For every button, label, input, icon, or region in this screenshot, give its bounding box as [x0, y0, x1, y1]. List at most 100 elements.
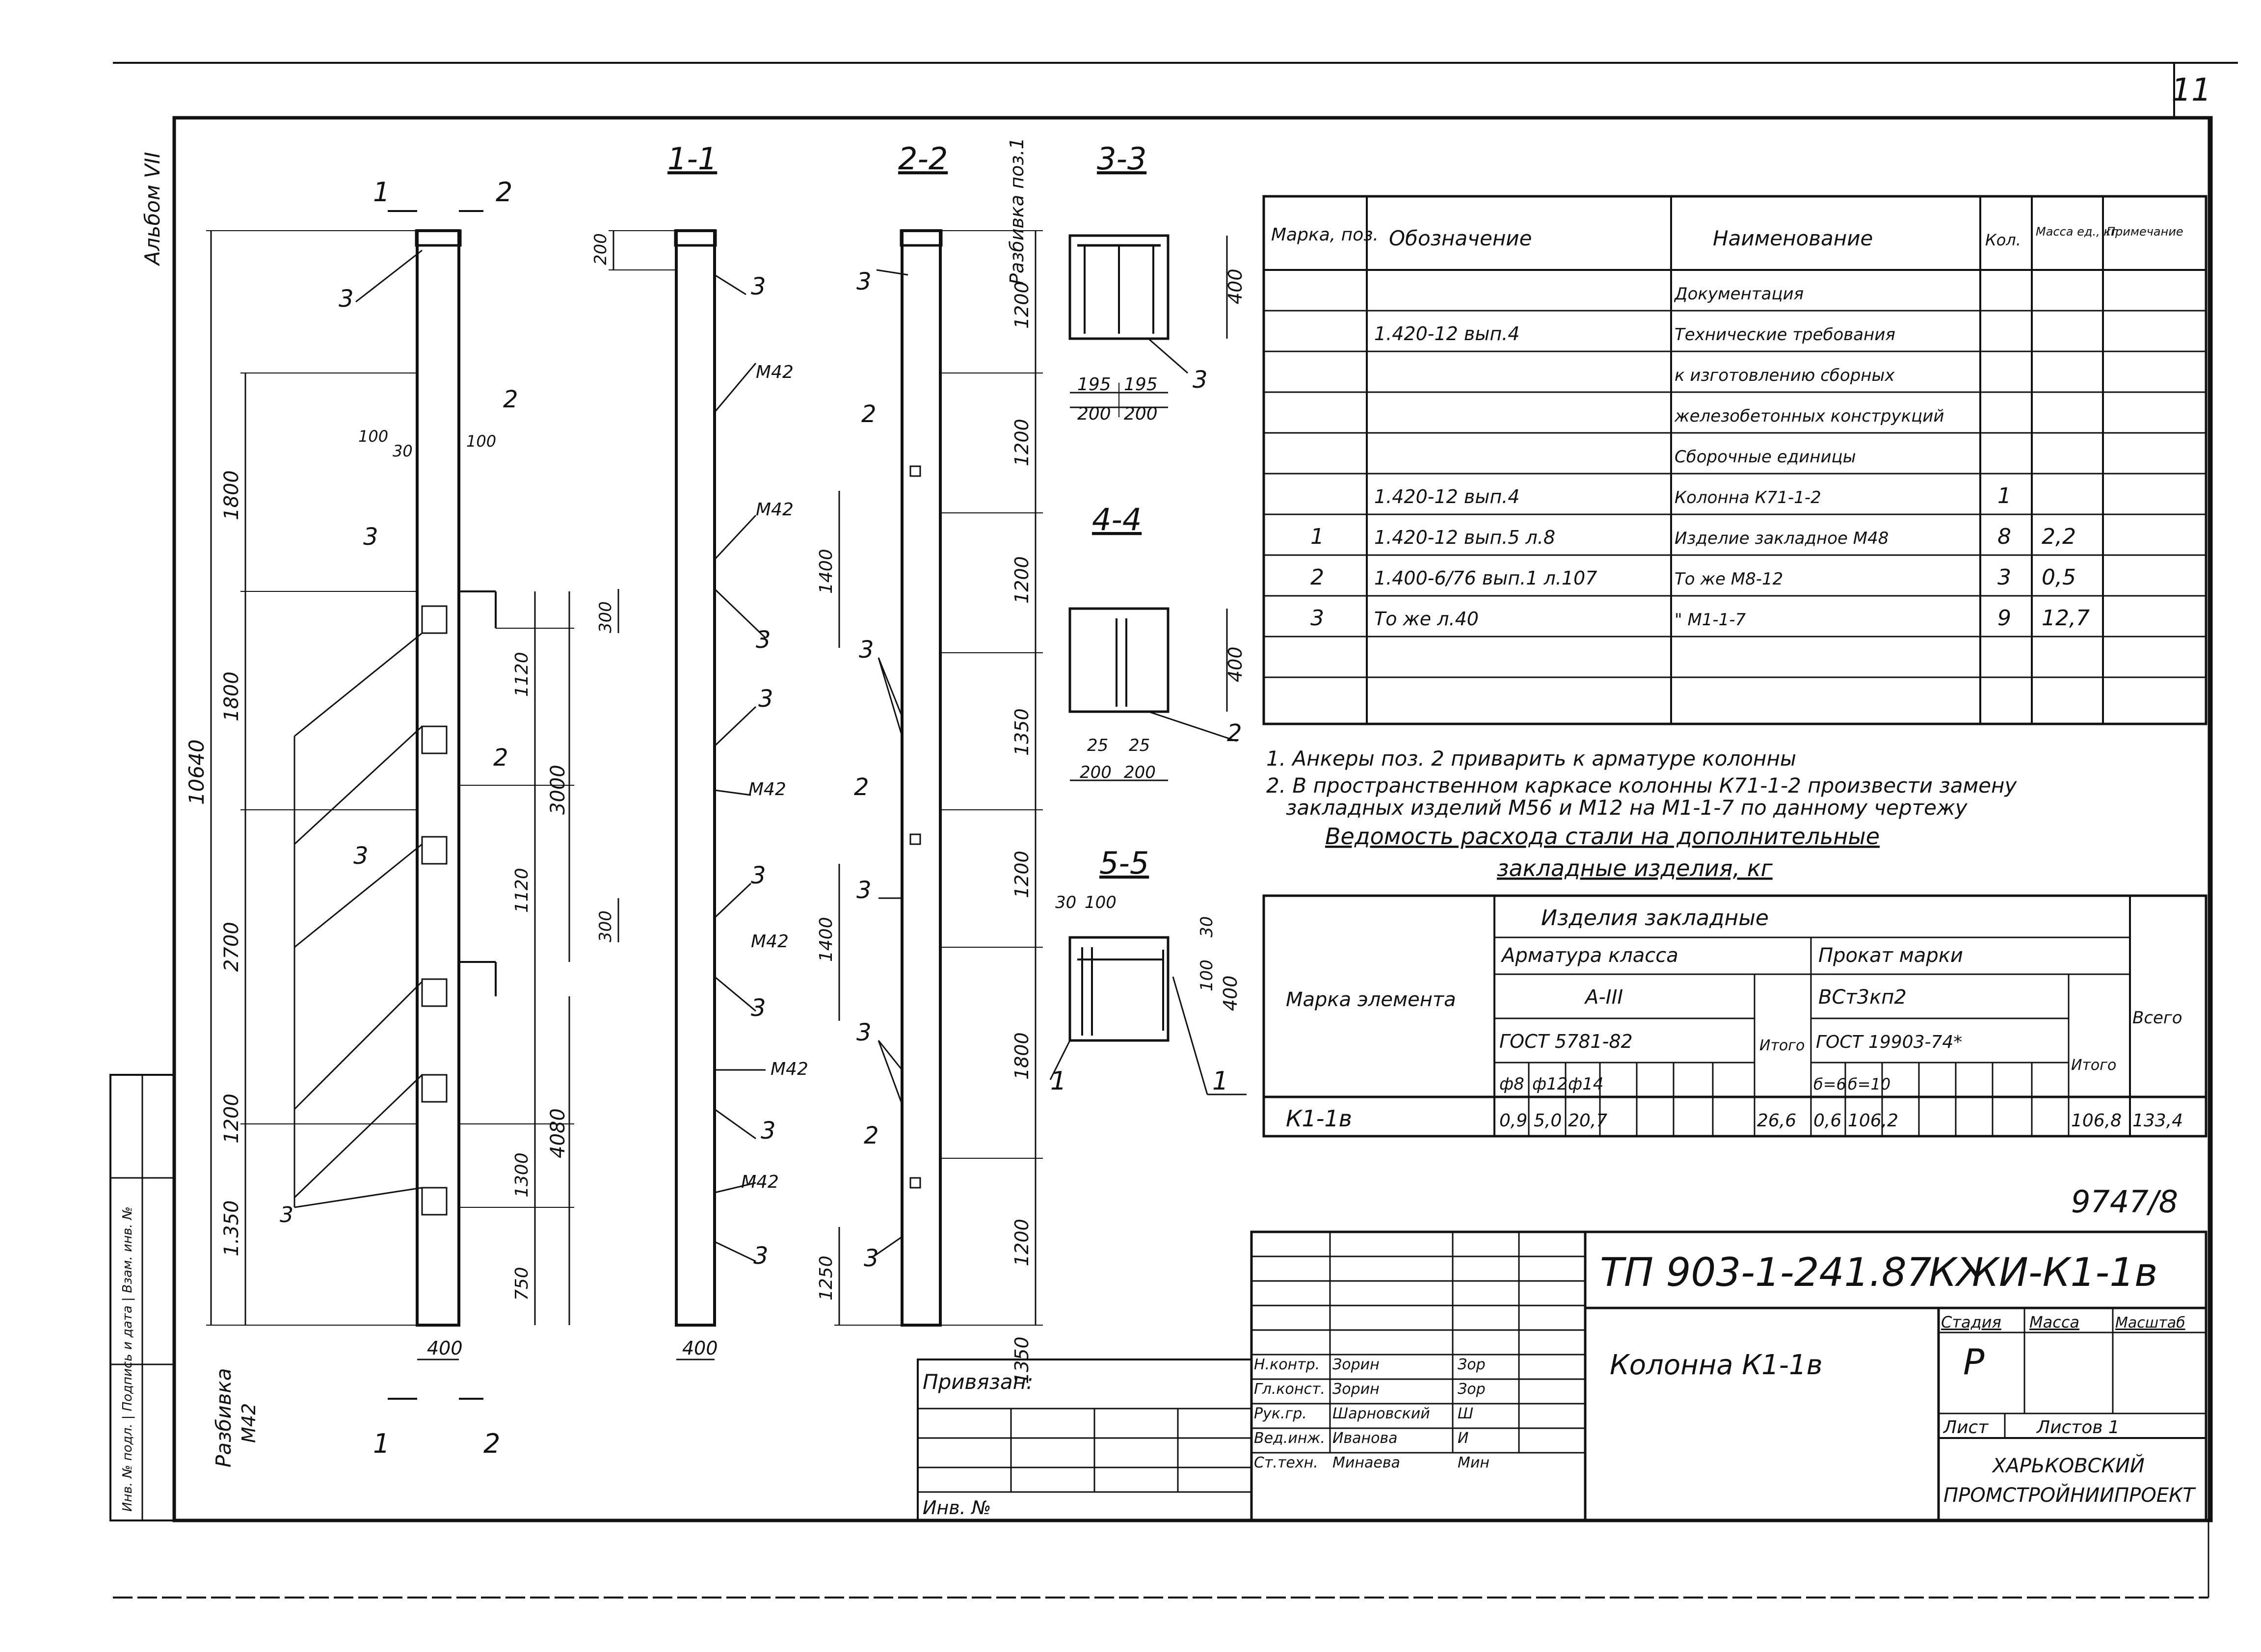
section-3-3-title: 3-3: [1097, 141, 1146, 177]
s55-dim-30a: 30: [1055, 893, 1076, 912]
steel-row-t10: 106,2: [1848, 1111, 1898, 1131]
s44-dim-200b: 200: [1124, 763, 1156, 782]
s11-callout-3b: 3: [756, 626, 771, 654]
steel-h-rebar-class: A-III: [1584, 986, 1623, 1009]
spec-cell-code: 1.420-12 вып.4: [1374, 323, 1519, 345]
s55-dim-100a: 100: [1085, 893, 1117, 912]
s22-callout-3e: 3: [864, 1245, 879, 1272]
dim-right-3000: 3000: [547, 765, 569, 815]
privyazan-label: Привязан:: [923, 1370, 1033, 1394]
steel-row-total: 133,4: [2132, 1111, 2183, 1131]
spec-cell-name: железобетонных конструкций: [1674, 406, 1944, 426]
s11-callout-3g: 3: [753, 1242, 769, 1270]
sheet-frame: [109, 62, 2238, 1599]
spec-cell-name: " М1-1-7: [1675, 610, 1746, 630]
dim-right-1120b: 1120: [512, 868, 532, 913]
cut-2-bottom: 2: [483, 1428, 500, 1459]
signature-role: Н.контр.: [1254, 1356, 1320, 1373]
section-5-5-title: 5-5: [1099, 845, 1149, 881]
s11-m42-1: М42: [756, 362, 794, 382]
spec-h-code: Обозначение: [1389, 226, 1532, 250]
spec-cell-mass: 2,2: [2042, 524, 2076, 549]
org-line-1: ХАРЬКОВСКИЙ: [1992, 1454, 2145, 1477]
s22-dim-1400a: 1400: [816, 549, 836, 594]
steel-h-mark: Марка элемента: [1286, 988, 1456, 1011]
steel-row-d8: 0,9: [1499, 1111, 1527, 1131]
s11-callout-3c: 3: [758, 685, 773, 713]
steel-h-itogo2: Итого: [2071, 1057, 2116, 1074]
callout-3d: 3: [280, 1202, 293, 1227]
s33-dim-195a: 195: [1077, 374, 1111, 395]
spec-cell-name: Документация: [1674, 284, 1804, 304]
spec-cell-name: Технические требования: [1675, 325, 1895, 345]
callout-2b: 2: [493, 744, 508, 772]
spec-cell-code: 1.420-12 вып.5 л.8: [1374, 527, 1555, 548]
sheet-label: Лист: [1942, 1417, 1989, 1438]
s33-dim-195b: 195: [1124, 374, 1158, 395]
section-5-5: 5-5 30 100 30 100 400 1 1: [1049, 845, 1247, 1096]
section-3-3: 3-3 400 195 195 200 200 3: [1068, 141, 1246, 424]
steel-row-mark: К1-1в: [1286, 1105, 1352, 1132]
steel-title-2: закладные изделия, кг: [1497, 855, 1773, 881]
signature-name: Шарновский: [1332, 1405, 1430, 1422]
section-2-2-title: 2-2: [898, 141, 948, 177]
steel-row-itogo1: 26,6: [1757, 1111, 1796, 1131]
spec-h-qty: Кол.: [1985, 231, 2021, 249]
s33-dim-200a: 200: [1077, 404, 1111, 424]
s22-dim-1200c: 1200: [1011, 556, 1033, 604]
s55-callout-1b: 1: [1212, 1066, 1228, 1096]
dim-mark-b: 100: [466, 432, 496, 451]
spec-cell-name: Колонна К71-1-2: [1675, 488, 1821, 507]
dim-right-4080: 4080: [547, 1108, 569, 1158]
s11-callout-3d: 3: [751, 862, 766, 889]
spec-cell-code: 1.400-6/76 вып.1 л.107: [1374, 567, 1597, 589]
dim-width: 400: [427, 1337, 463, 1359]
page-number: 11: [2171, 72, 2211, 108]
spec-cell-name: То же М8-12: [1675, 569, 1783, 589]
note-3: закладных изделий М56 и М12 на М1-1-7 по…: [1286, 796, 1968, 820]
s11-m42-5: М42: [771, 1059, 808, 1079]
signature-name: Зорин: [1332, 1381, 1380, 1398]
spec-cell-name: Изделие закладное М48: [1675, 529, 1889, 548]
s11-callout-3f: 3: [761, 1117, 776, 1145]
spec-table: [1262, 195, 2208, 725]
dim-mark-c: 30: [393, 442, 413, 460]
steel-row-itogo2: 106,8: [2071, 1111, 2122, 1131]
steel-h-rolled-grade: ВСт3кп2: [1818, 986, 1907, 1009]
dim-total: 10640: [185, 739, 209, 805]
spec-h-mass: Масса ед., кг: [2036, 225, 2117, 239]
signature-mark: Зор: [1458, 1356, 1486, 1373]
s22-callout-2c: 2: [864, 1122, 879, 1149]
spec-cell-code: 1.420-12 вып.4: [1374, 486, 1519, 507]
signature-mark: Зор: [1458, 1381, 1486, 1398]
s22-callout-2b: 2: [854, 773, 869, 801]
s22-callout-3c: 3: [856, 877, 872, 904]
section-2-2: 2-2 Разбивка поз.1 1200 1200 1200 1350 1…: [816, 137, 1043, 1384]
doc-code: ТП 903-1-241.87: [1600, 1250, 1932, 1295]
s11-callout-3e: 3: [751, 994, 766, 1022]
spec-h-pos: Марка, поз.: [1271, 225, 1379, 245]
signature-role: Вед.инж.: [1254, 1430, 1325, 1447]
steel-h-t6: б=6: [1813, 1075, 1846, 1093]
inv-no-label: Инв. №: [923, 1497, 991, 1519]
s44-dim-25a: 25: [1087, 736, 1108, 755]
cut-2-top: 2: [496, 177, 512, 208]
s33-dim-200b: 200: [1124, 404, 1158, 424]
s22-dim-1200b: 1200: [1011, 419, 1033, 466]
steel-h-rolled: Прокат марки: [1818, 944, 1963, 967]
razbivka-bottom: Разбивка: [212, 1368, 236, 1467]
spec-cell-name: Сборочные единицы: [1675, 447, 1856, 467]
callout-3c: 3: [353, 842, 369, 870]
steel-table: Изделия закладные Марка элемента Арматур…: [1262, 894, 2208, 1138]
section-4-4-title: 4-4: [1092, 502, 1142, 537]
stage-h-stage: Стадия: [1941, 1313, 2001, 1332]
section-1-1-width: 400: [682, 1337, 718, 1359]
s22-dim-1200e: 1200: [1011, 1219, 1033, 1266]
signature-role: Рук.гр.: [1254, 1405, 1307, 1422]
stage-value: Р: [1963, 1341, 1985, 1383]
s11-dim-300a: 300: [596, 601, 615, 633]
s22-callout-3a: 3: [856, 268, 872, 295]
s22-callout-3b: 3: [859, 636, 874, 664]
s55-dim-30b: 30: [1197, 916, 1217, 937]
